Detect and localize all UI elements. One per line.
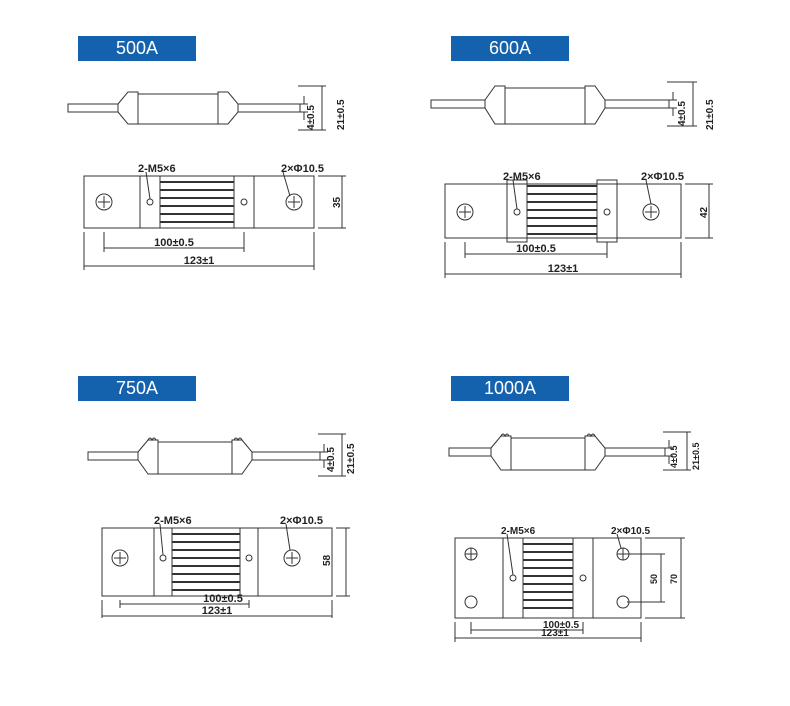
inner-dim-label: 100±0.5 <box>154 237 194 249</box>
side-thickness-label: 4±0.5 <box>306 105 317 130</box>
inner-dim-label: 100±0.5 <box>516 243 556 255</box>
side-height-label: 21±0.5 <box>691 443 701 470</box>
side-view <box>448 433 666 471</box>
top-view <box>444 179 682 243</box>
inner-dim-label: 100±0.5 <box>543 620 580 631</box>
rating-badge: 500A <box>78 36 196 61</box>
side-view <box>67 91 301 125</box>
rating-badge: 1000A <box>451 376 569 401</box>
height-dim-label: 35 <box>332 196 343 208</box>
side-height-label: 21±0.5 <box>336 99 347 130</box>
top-view <box>101 527 333 597</box>
side-height-label: 21±0.5 <box>346 443 357 474</box>
outer-dim-label: 123±1 <box>548 263 579 275</box>
shunt-drawing: 4±0.5 21±0.5 2-M5×6 2×Φ10.5 58 100±0.5 1… <box>87 433 357 618</box>
outer-dim-label: 123±1 <box>184 255 215 267</box>
shunt-panel-750a: 750A <box>78 376 458 706</box>
hole-label: 2×Φ10.5 <box>641 171 684 183</box>
side-view <box>430 85 670 125</box>
rating-badge: 600A <box>451 36 569 61</box>
side-thickness-label: 4±0.5 <box>677 101 688 126</box>
side-view <box>87 437 321 475</box>
height-dim-label: 50 <box>649 574 659 584</box>
side-thickness-label: 4±0.5 <box>669 446 679 468</box>
shunt-panel-1000a: 1000A <box>448 376 790 706</box>
top-view <box>83 175 315 229</box>
shunt-panel-500a: 500A <box>67 36 458 366</box>
inner-dim-label: 100±0.5 <box>203 593 243 605</box>
shunt-drawing: 4±0.5 21±0.5 2-M5×6 2×Φ10.5 50 70 100±0.… <box>448 431 701 642</box>
screw-label: 2-M5×6 <box>154 515 192 527</box>
height-dim-label: 42 <box>699 206 710 218</box>
hole-label: 2×Φ10.5 <box>280 515 323 527</box>
side-thickness-label: 4±0.5 <box>326 447 337 472</box>
side-height-label: 21±0.5 <box>705 99 716 130</box>
shunt-panel-600a: 600A <box>430 36 790 366</box>
height-dim-label: 58 <box>322 554 333 566</box>
shunt-drawing: 4±0.5 21±0.5 2-M5×6 2×Φ10.5 42 100±0.5 1… <box>430 81 716 278</box>
shunt-drawing: 4±0.5 21±0.5 2-M5×6 2×Φ10.5 35 100±0.5 1… <box>67 85 347 270</box>
height-dim-label-2: 70 <box>669 574 679 584</box>
hole-label: 2×Φ10.5 <box>611 526 651 537</box>
screw-label: 2-M5×6 <box>138 163 176 175</box>
outer-dim-label: 123±1 <box>202 605 233 617</box>
hole-label: 2×Φ10.5 <box>281 163 324 175</box>
outer-dim-label: 123±1 <box>541 628 569 639</box>
rating-badge: 750A <box>78 376 196 401</box>
screw-label: 2-M5×6 <box>501 526 536 537</box>
screw-label: 2-M5×6 <box>503 171 541 183</box>
top-view <box>454 537 642 619</box>
